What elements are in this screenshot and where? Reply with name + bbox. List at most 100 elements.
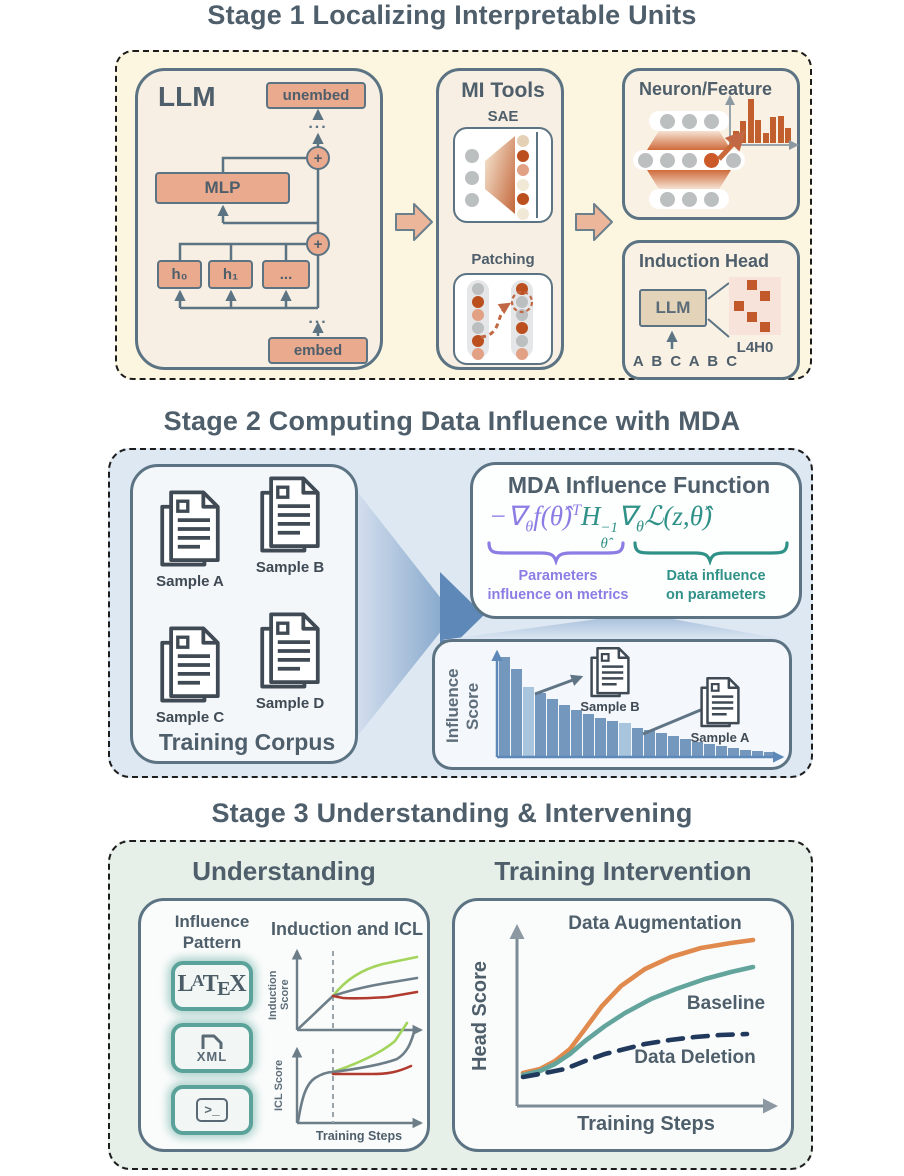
brace-label-left: Parameters influence on metrics xyxy=(487,568,629,603)
xml-label: XML xyxy=(196,1048,228,1064)
residual-add-bottom: + xyxy=(306,232,330,256)
influence-bar xyxy=(764,751,776,756)
induction-score-ylabel: Induction Score xyxy=(267,970,291,1020)
influence-bar xyxy=(715,745,727,756)
residual-ellipsis-bottom: ... xyxy=(308,310,328,327)
attention-square xyxy=(760,290,770,301)
mi-tools-title: MI Tools xyxy=(461,79,545,102)
induction-llm-box: LLM xyxy=(639,289,707,327)
grey-dot xyxy=(659,113,675,129)
document-icon xyxy=(155,489,225,569)
influence-score-panel: Influence Score Sample B Sample A xyxy=(432,639,792,770)
grey-dot xyxy=(659,152,675,168)
head-box-more: ... xyxy=(262,260,310,289)
baseline-label: Baseline xyxy=(686,993,766,1014)
grey-dot xyxy=(637,152,653,168)
attention-square xyxy=(760,322,770,332)
grey-dot xyxy=(516,309,528,321)
stage2-container: Sample A Sample B Sample C Sample D Trai… xyxy=(108,448,813,778)
dark-dot xyxy=(517,193,529,205)
grey-dot xyxy=(659,191,675,207)
cream-dot xyxy=(517,207,529,220)
grey-dot xyxy=(472,283,484,295)
influence-bar xyxy=(583,713,595,756)
orange-dot xyxy=(703,152,719,168)
terminal-icon: >_ xyxy=(196,1098,228,1122)
activation-bar xyxy=(785,127,791,143)
grey-dot xyxy=(725,152,741,168)
influence-bar xyxy=(547,699,559,756)
embed-box: embed xyxy=(268,337,368,364)
induction-head-title: Induction Head xyxy=(639,251,769,271)
llm-panel: LLM unembed ... + MLP + h₀ h₁ ... ... em… xyxy=(135,68,383,370)
grey-dot xyxy=(703,191,719,207)
understanding-panel: Influence Pattern Induction and ICL LATE… xyxy=(138,898,430,1152)
salmon-dot xyxy=(472,348,484,360)
patching-label: Patching xyxy=(471,251,535,268)
neuron-wedge-upper xyxy=(647,131,731,150)
neuron-feature-title: Neuron/Feature xyxy=(639,79,773,99)
influence-bar xyxy=(607,720,619,756)
activation-bar xyxy=(755,120,762,143)
activation-bar xyxy=(733,130,739,143)
stage1-arrow-1 xyxy=(395,203,433,241)
influence-bar xyxy=(679,738,691,756)
influence-bars xyxy=(499,655,776,756)
document-icon xyxy=(155,625,225,705)
dark-dot xyxy=(517,149,529,162)
influence-ylabel: Influence Score xyxy=(443,668,482,744)
dark-dot xyxy=(516,322,528,334)
patching-dots-right xyxy=(516,283,528,360)
latex-logo: LATEX xyxy=(177,971,247,1000)
activation-bar xyxy=(762,133,769,143)
influence-bar xyxy=(703,743,715,756)
callout-sample-a: Sample A xyxy=(690,730,750,745)
sae-divider xyxy=(536,132,538,218)
induction-icl-title: Induction and ICL xyxy=(271,919,423,939)
neuron-row-mid xyxy=(633,150,745,170)
cream-dot xyxy=(517,178,529,191)
grey-dot xyxy=(516,335,528,347)
underbraces xyxy=(487,541,789,565)
llm-wiring xyxy=(174,108,324,336)
influence-bar xyxy=(619,722,631,756)
influence-bar xyxy=(559,704,571,756)
influence-bar xyxy=(535,693,547,756)
document-icon xyxy=(587,646,633,699)
intervention-panel: Head Score Data Augmentation Baseline Da… xyxy=(452,898,794,1152)
xml-file-icon xyxy=(201,1034,223,1049)
influence-bar xyxy=(643,729,655,756)
dark-dot xyxy=(472,335,484,347)
salmon-dot xyxy=(516,348,528,360)
influence-bar xyxy=(571,709,583,756)
activation-bar xyxy=(777,115,784,143)
token-sequence: A B C A B C xyxy=(632,353,740,370)
patching-diagram xyxy=(453,273,553,365)
head-box-h0: h₀ xyxy=(157,260,202,289)
stage2-title: Stage 2 Computing Data Influence with MD… xyxy=(163,406,741,436)
document-icon xyxy=(255,611,325,691)
neuron-wedge-lower xyxy=(647,170,731,189)
head-score-ylabel: Head Score xyxy=(469,960,491,1072)
grey-dot xyxy=(465,171,479,185)
salmon-dot xyxy=(517,164,529,176)
influence-pattern-label: Influence Pattern xyxy=(174,912,250,953)
influence-bar xyxy=(631,727,643,756)
sae-feature-dots xyxy=(517,135,529,220)
stage1-arrow-2 xyxy=(575,203,613,241)
induction-head-panel: Induction Head LLM L4H0 A B C A B C xyxy=(622,240,800,380)
target-dot xyxy=(516,296,528,308)
grey-dot xyxy=(681,113,697,129)
tan-dot xyxy=(517,135,529,147)
neuron-feature-panel: Neuron/Feature xyxy=(622,68,800,220)
sample-b-label: Sample B xyxy=(255,559,325,576)
latex-pattern-box: LATEX xyxy=(171,961,253,1011)
residual-ellipsis-top: ... xyxy=(308,115,328,132)
attention-head-label: L4H0 xyxy=(736,339,774,356)
grey-dot xyxy=(472,322,484,334)
stage1-container: LLM unembed ... + MLP + h₀ h₁ ... ... em… xyxy=(115,50,812,380)
document-icon xyxy=(255,475,325,555)
influence-bar xyxy=(751,750,764,756)
terminal-pattern-box: >_ xyxy=(171,1085,253,1135)
